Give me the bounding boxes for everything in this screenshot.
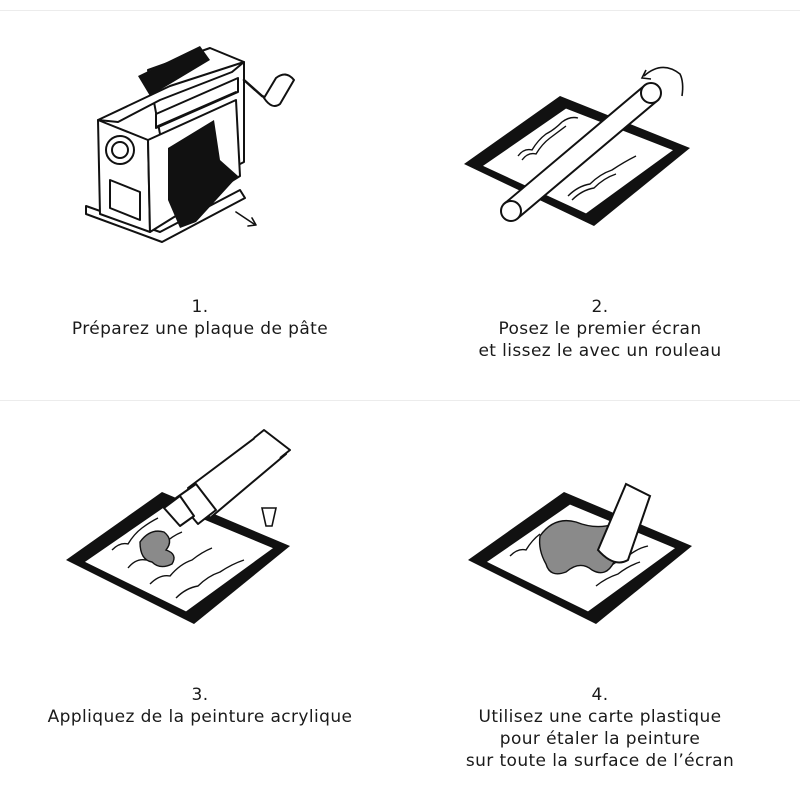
- step-3-caption: 3. Appliquez de la peinture acrylique: [0, 684, 400, 728]
- step-2-number: 2.: [591, 297, 609, 317]
- step-1-caption: 1. Préparez une plaque de pâte: [0, 296, 400, 340]
- rolling-pin-icon: [464, 66, 690, 226]
- step-2-caption: 2. Posez le premier écran et lissez le a…: [400, 296, 800, 362]
- step-4-panel: 4. Utilisez une carte plastique pour éta…: [400, 400, 800, 800]
- step-4-number: 4.: [591, 685, 609, 705]
- step-1-panel: 1. Préparez une plaque de pâte: [0, 0, 400, 400]
- step-4-caption: 4. Utilisez une carte plastique pour éta…: [400, 684, 800, 772]
- step-1-line-1: Préparez une plaque de pâte: [71, 319, 329, 339]
- step-2-panel: 2. Posez le premier écran et lissez le a…: [400, 0, 800, 400]
- top-divider: [0, 10, 800, 11]
- paint-tube-icon: [66, 429, 291, 624]
- step-3-panel: 3. Appliquez de la peinture acrylique: [0, 400, 400, 800]
- step-4-line-1: Utilisez une carte plastique: [478, 707, 722, 727]
- step-3-number: 3.: [191, 685, 209, 705]
- pasta-machine-icon: [85, 46, 295, 243]
- step-4-line-3: sur toute la surface de l’écran: [465, 751, 735, 771]
- plastic-card-icon: [468, 482, 692, 624]
- step-3-line-1: Appliquez de la peinture acrylique: [47, 707, 353, 727]
- step-1-number: 1.: [191, 297, 209, 317]
- step-2-line-2: et lissez le avec un rouleau: [478, 341, 722, 361]
- step-2-line-1: Posez le premier écran: [498, 319, 702, 339]
- step-4-line-2: pour étaler la peinture: [499, 729, 701, 749]
- middle-divider: [0, 400, 800, 401]
